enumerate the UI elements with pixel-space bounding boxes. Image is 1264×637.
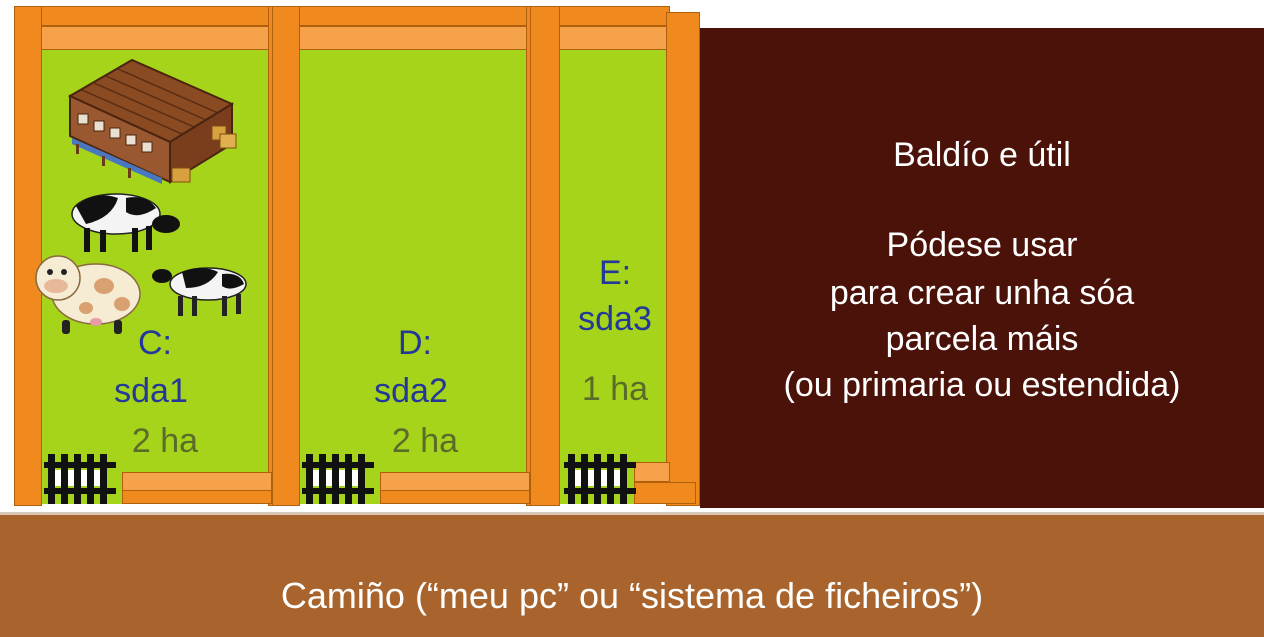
plot-d-drive: D: xyxy=(398,324,432,362)
plot-d xyxy=(272,6,542,506)
barren-line-3: parcela máis xyxy=(885,320,1079,358)
fence-top xyxy=(14,6,282,26)
fence-top xyxy=(272,6,540,26)
fence-bottom-outer xyxy=(634,482,696,504)
plot-grass xyxy=(300,50,528,504)
fence-bottom-outer xyxy=(380,490,530,504)
gate-icon xyxy=(302,454,374,504)
plot-d-device: sda2 xyxy=(374,372,448,410)
fence-bottom xyxy=(122,472,272,492)
fence-bottom-outer xyxy=(122,490,272,504)
fence-left xyxy=(530,6,560,506)
barn-icon xyxy=(67,58,237,184)
plot-e-device: sda3 xyxy=(578,300,652,338)
fence-top-inner xyxy=(292,26,528,50)
fence-top-inner xyxy=(34,26,270,50)
barren-line-4: (ou primaria ou estendida) xyxy=(783,366,1181,404)
plot-e-size: 1 ha xyxy=(581,370,649,408)
plot-c-device: sda1 xyxy=(114,372,188,410)
cow-icon xyxy=(35,255,141,334)
fence-left xyxy=(272,6,300,506)
fence-top-inner xyxy=(550,26,668,50)
cow-icon xyxy=(152,267,247,316)
plot-d-size: 2 ha xyxy=(391,422,459,460)
road xyxy=(0,512,1264,637)
plot-e xyxy=(530,6,700,506)
fence-bottom xyxy=(634,462,670,482)
road-label: Camiño (“meu pc” ou “sistema de ficheiro… xyxy=(280,575,984,616)
plot-c-size: 2 ha xyxy=(131,422,199,460)
cow-icon xyxy=(71,193,180,252)
fence-left xyxy=(14,6,42,506)
fence-bottom xyxy=(380,472,530,492)
barren-line-2: para crear unha sóa xyxy=(829,274,1135,312)
plot-e-drive: E: xyxy=(598,254,632,292)
gate-icon xyxy=(564,454,636,504)
barren-land xyxy=(700,28,1264,508)
gate-icon xyxy=(44,454,116,504)
fence-right xyxy=(666,12,700,506)
barren-line-1: Pódese usar xyxy=(886,226,1078,264)
barren-title: Baldío e útil xyxy=(893,136,1071,174)
plot-grass xyxy=(560,50,668,504)
plot-c-drive: C: xyxy=(138,324,172,362)
